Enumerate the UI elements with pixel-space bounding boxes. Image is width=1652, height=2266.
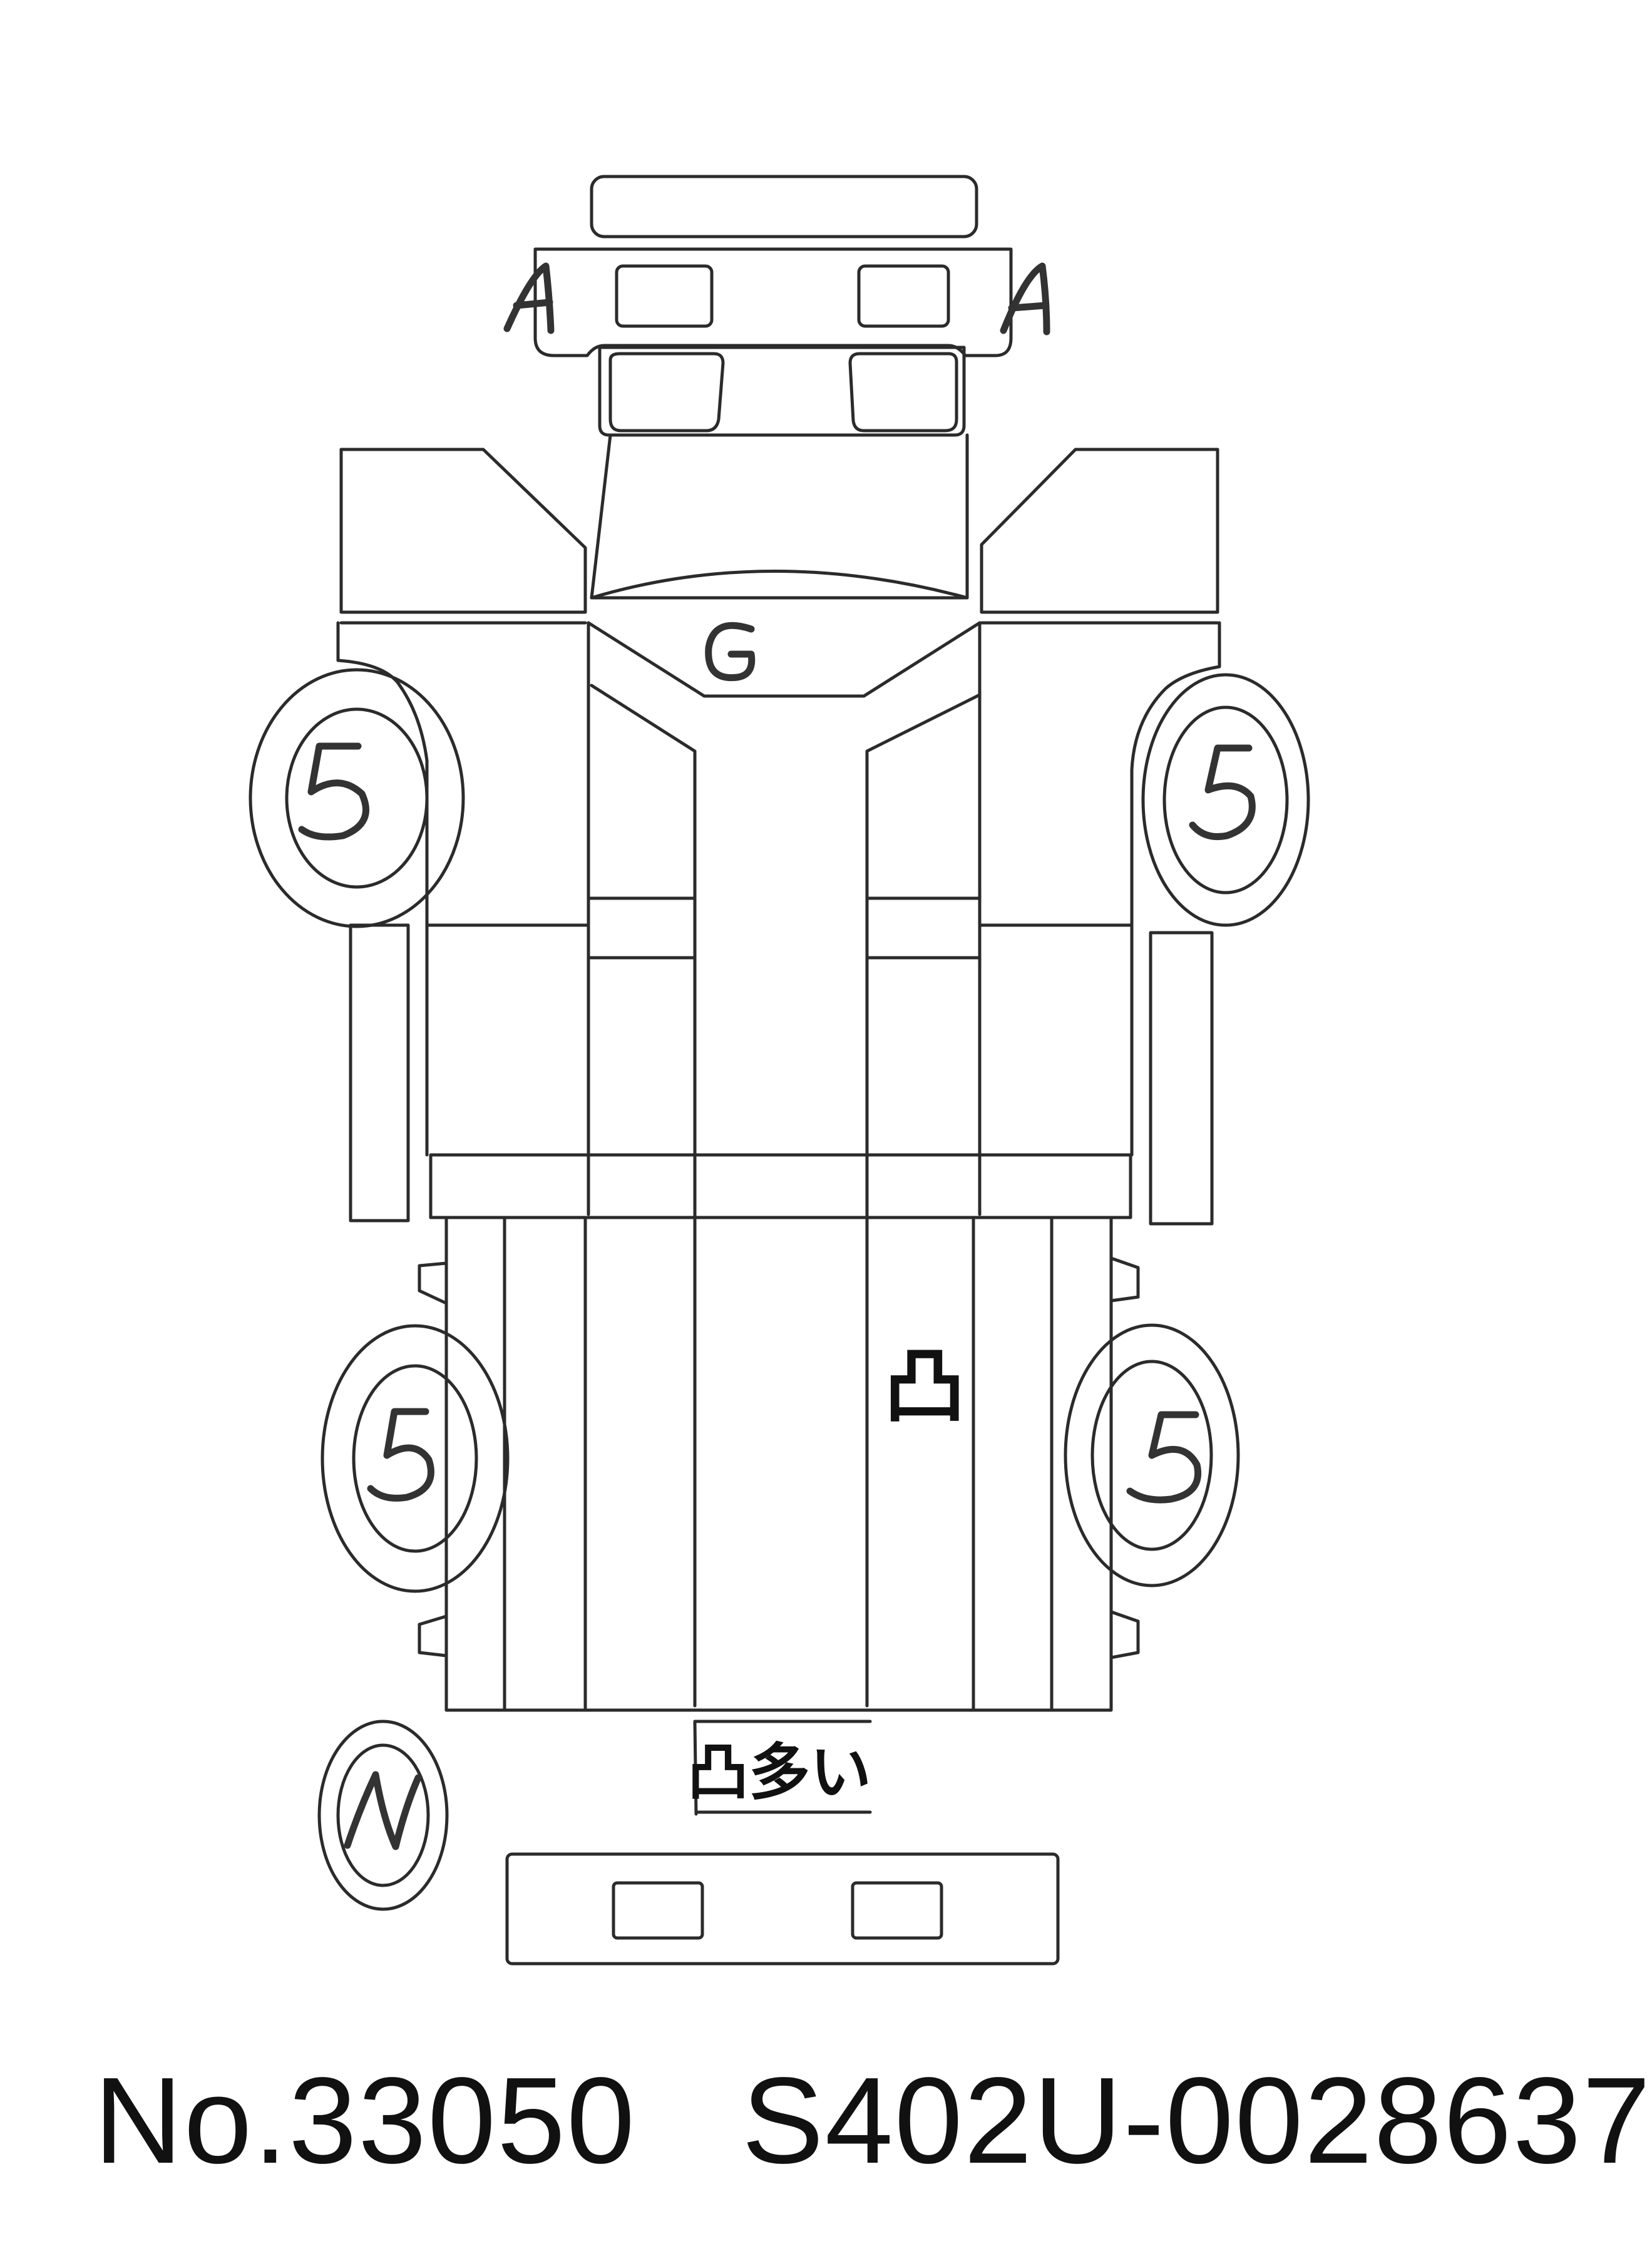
rear-bumper xyxy=(505,1852,1060,1966)
door-left xyxy=(425,896,697,1157)
mark-spare-tire xyxy=(344,1771,422,1850)
mark-tire-front-left xyxy=(298,742,370,841)
cab-side-left xyxy=(336,621,590,1216)
mark-bed-floor: 凸 xyxy=(884,1339,965,1434)
tire-rear-left xyxy=(321,1324,510,1593)
mark-tire-front-right xyxy=(1189,744,1256,841)
door-right xyxy=(865,896,1134,1157)
front-fender-right xyxy=(980,448,1219,625)
windshield-panel xyxy=(587,596,982,698)
tire-front-left xyxy=(249,668,465,928)
mark-note-brackets xyxy=(693,1720,872,1816)
tire-rear-right xyxy=(1064,1323,1240,1587)
cab-center-pillars xyxy=(590,684,982,1708)
step-left xyxy=(349,923,410,1223)
cab-roof-lights xyxy=(598,346,966,437)
chassis-number: S402U-0028637 xyxy=(742,2052,1652,2189)
cab-rear-panel xyxy=(429,1153,1132,1219)
front-bumper xyxy=(590,175,978,238)
bed-mudflaps xyxy=(418,1256,1140,1659)
truck-bed xyxy=(444,1216,1113,1712)
mark-headlight-left xyxy=(503,262,555,334)
lot-number: No.33050 xyxy=(94,2052,637,2189)
mark-tire-rear-left xyxy=(367,1408,434,1502)
tire-front-right xyxy=(1141,673,1310,927)
spare-tire xyxy=(317,1720,449,1911)
front-fascia xyxy=(533,247,1013,357)
mark-windshield xyxy=(705,622,756,682)
vehicle-condition-diagram: 凸 凸多い xyxy=(249,175,1310,1966)
step-right xyxy=(1149,931,1214,1226)
mark-tire-rear-right xyxy=(1126,1411,1202,1504)
cab-side-right xyxy=(978,621,1221,1216)
front-fender-left xyxy=(339,448,587,625)
mark-headlight-right xyxy=(1000,262,1050,336)
mark-bed-note: 凸多い xyxy=(687,1737,871,1808)
cab-hood xyxy=(590,433,969,600)
